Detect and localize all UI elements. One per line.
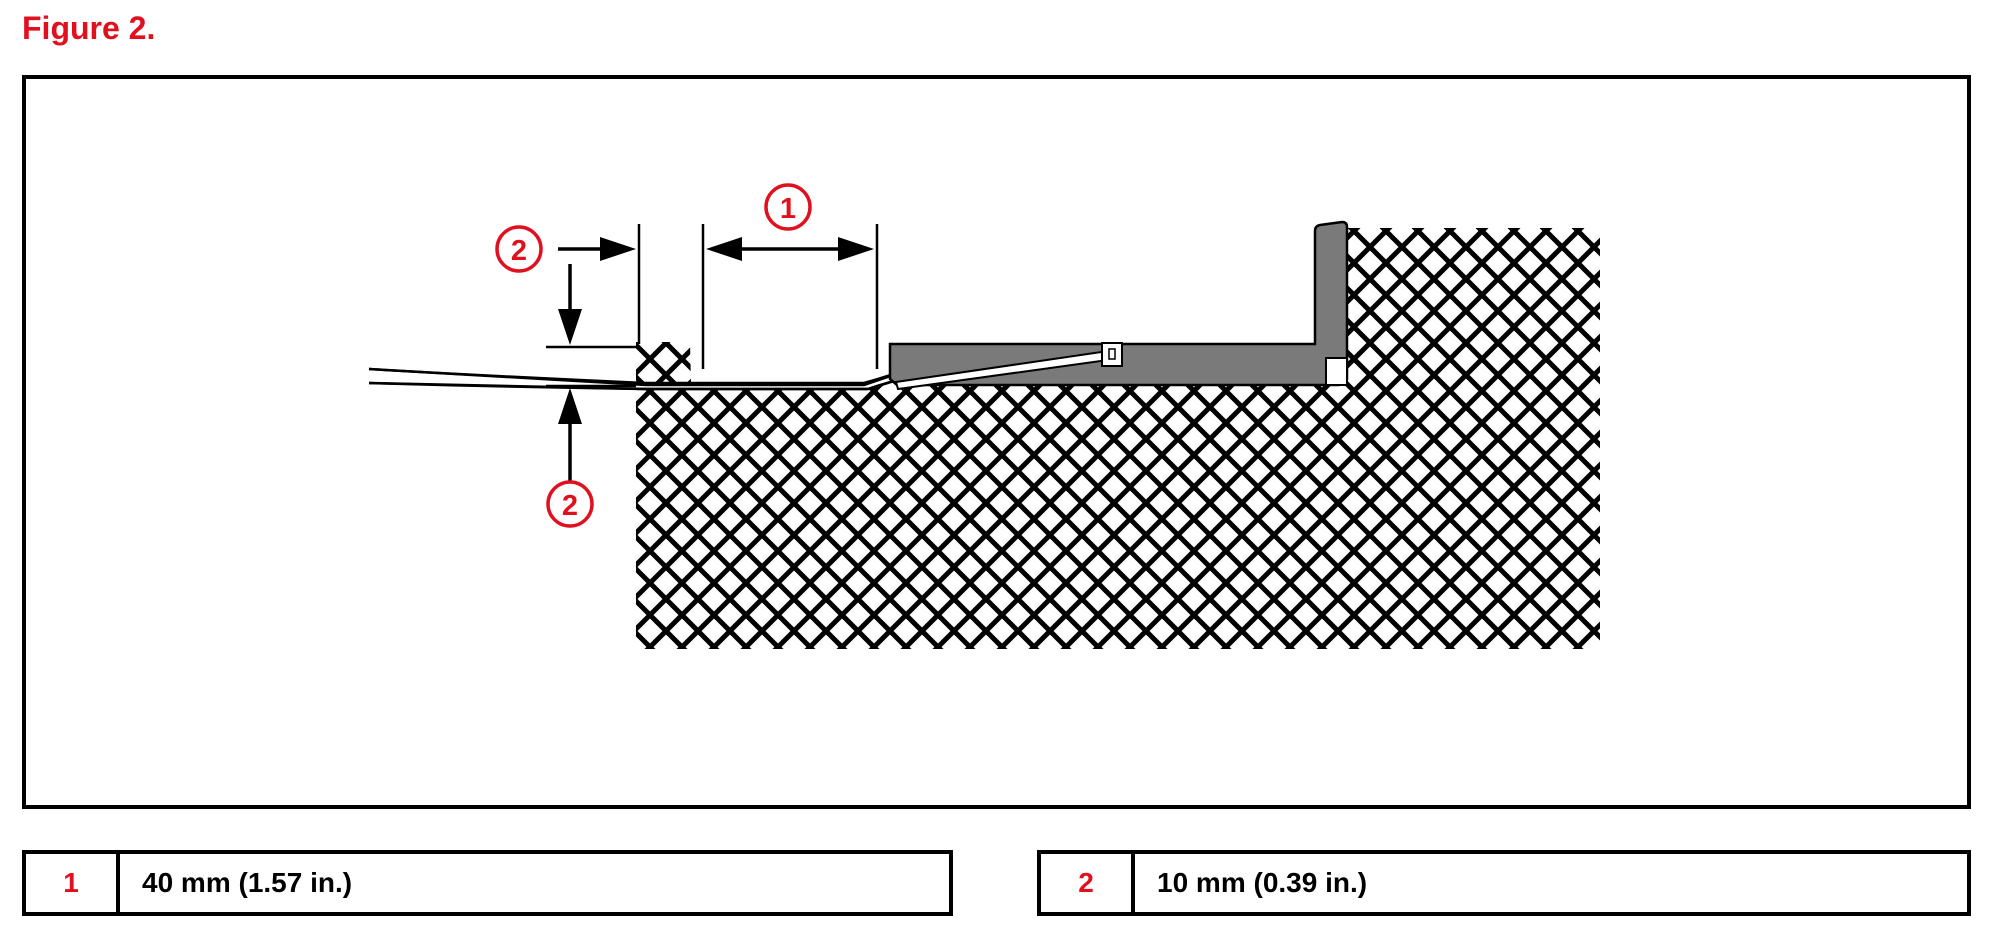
callout-2-top: 2 [495, 225, 543, 273]
dimension-lines [546, 224, 879, 388]
diagram-frame: 1 2 2 [22, 75, 1971, 809]
callout-1-label: 1 [780, 193, 796, 225]
legend-1-number: 1 [26, 854, 120, 912]
figure-title: Figure 2. [22, 10, 156, 46]
legend-1-text: 40 mm (1.57 in.) [142, 867, 353, 898]
callout-1: 1 [764, 183, 812, 231]
mounting-part [888, 220, 1349, 391]
callout-2-bottom-label: 2 [562, 490, 578, 522]
cable-tie [1101, 342, 1123, 367]
dimension-arrows [558, 237, 874, 481]
callout-2-bottom: 2 [546, 480, 594, 528]
legend-row-2: 2 10 mm (0.39 in.) [1037, 850, 1971, 916]
callout-2-top-label: 2 [511, 235, 527, 267]
legend-2-number: 2 [1041, 854, 1135, 912]
legend-row-1: 1 40 mm (1.57 in.) [22, 850, 953, 916]
ground-hatch [636, 228, 1600, 649]
diagram-canvas: 1 2 2 [368, 183, 1600, 649]
legend-2-text: 10 mm (0.39 in.) [1157, 867, 1368, 898]
